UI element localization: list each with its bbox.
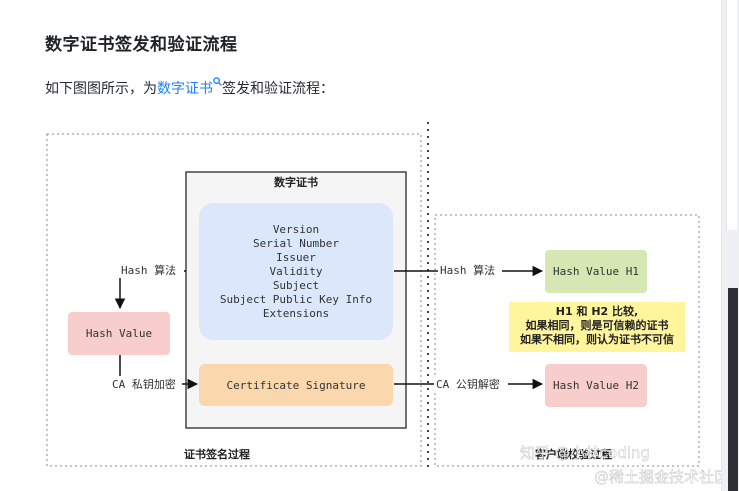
intro-prefix: 如下图图所示，为	[45, 81, 157, 97]
search-link-icon[interactable]	[213, 77, 222, 86]
certificate-flow-diagram: 数字证书 Version Serial Number Issuer Validi…	[46, 122, 721, 486]
zhihu-watermark: 知乎 @小林coding	[520, 444, 650, 462]
compare-note-box	[509, 302, 685, 352]
hash-h1-label: Hash Value H1	[553, 265, 639, 278]
signing-section-frame	[46, 133, 422, 467]
ca-decrypt-label-bg	[434, 376, 508, 392]
field-subject: Subject	[273, 279, 319, 292]
right-hash-label: Hash 算法	[440, 263, 495, 277]
signing-section-label: 证书签名过程	[184, 447, 250, 461]
hash-h2-box	[545, 364, 647, 407]
field-version: Version	[273, 223, 319, 236]
ca-decrypt-label: CA 公钥解密	[436, 377, 500, 391]
side-dark-panel-edge	[728, 288, 738, 491]
left-hash-label: Hash 算法	[121, 263, 176, 277]
intro-paragraph: 如下图图所示，为数字证书签发和验证流程：	[45, 77, 334, 98]
certificate-signature-label: Certificate Signature	[226, 379, 365, 392]
juejin-watermark: @稀土掘金技术社区	[594, 468, 721, 486]
field-serial-number: Serial Number	[253, 237, 339, 250]
verify-section-frame	[434, 214, 700, 467]
right-scroll-edge	[722, 0, 739, 491]
hash-value-label: Hash Value	[86, 327, 152, 340]
left-hash-label-bg	[118, 262, 184, 278]
field-subject-public-key-info: Subject Public Key Info	[220, 293, 372, 306]
verify-section-label: 客户端校验过程	[534, 447, 612, 461]
section-heading: 数字证书签发和验证流程	[45, 35, 238, 55]
intro-suffix: 签发和验证流程：	[222, 81, 334, 97]
field-validity: Validity	[270, 265, 323, 278]
digital-certificate-link[interactable]: 数字证书	[157, 81, 213, 97]
hash-h2-label: Hash Value H2	[553, 379, 639, 392]
certificate-fields-box	[199, 203, 393, 340]
compare-line-2: 如果相同，则是可信赖的证书	[526, 318, 669, 332]
ca-encrypt-label: CA 私钥加密	[112, 377, 176, 391]
certificate-title: 数字证书	[274, 175, 318, 189]
article-panel: 数字证书签发和验证流程 如下图图所示，为数字证书签发和验证流程： 数字证书 Ve…	[0, 0, 722, 491]
hash-value-box	[68, 312, 170, 355]
certificate-signature-box	[199, 364, 393, 406]
compare-line-3: 如果不相同，则认为证书不可信	[520, 332, 674, 346]
ca-encrypt-label-bg	[108, 376, 182, 392]
side-card-edge	[726, 0, 737, 230]
hash-h1-box	[545, 250, 647, 293]
compare-line-1: H1 和 H2 比较,	[556, 304, 638, 318]
right-hash-label-bg	[438, 262, 502, 278]
field-extensions: Extensions	[263, 307, 329, 320]
field-issuer: Issuer	[276, 251, 316, 264]
